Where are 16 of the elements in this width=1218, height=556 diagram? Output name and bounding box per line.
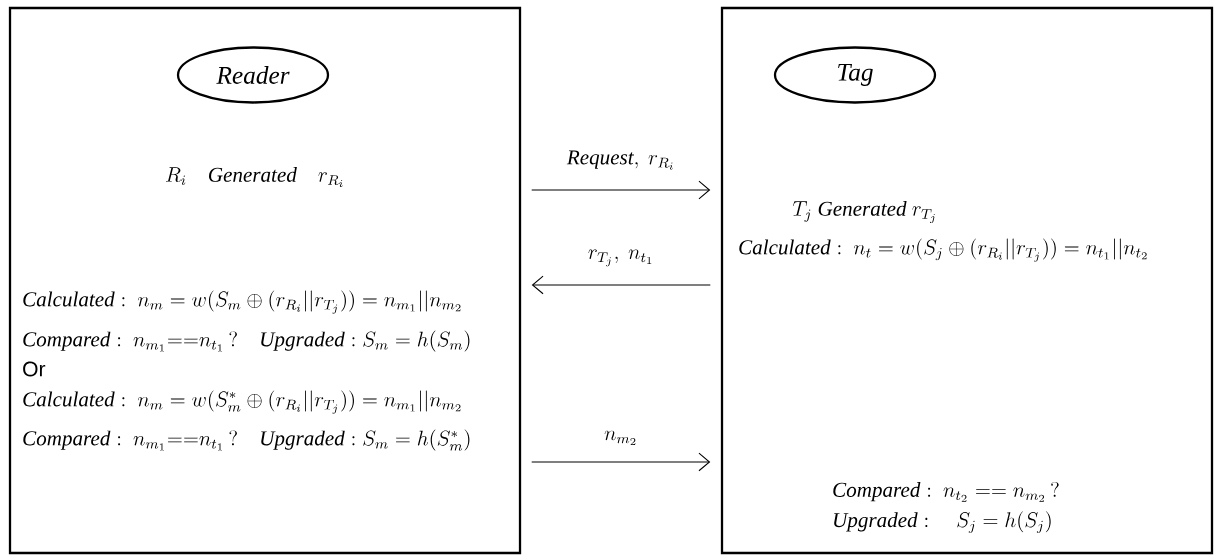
formula-text: $R_i\quad \textit{Generated}\quad r_{R_i}$ xyxy=(166,167,343,188)
edge-label: $\textit{Request},\ r_{R_i}$ xyxy=(565,148,677,172)
formula-text: $\textsf{Or}$ xyxy=(23,361,46,377)
formula-text: $\textit{Compared}:\ n_{t_2} == n_{m_2}\,?$ xyxy=(833,481,1059,502)
edge-label: $r_{T_j},\ n_{t_1}$ xyxy=(586,248,656,268)
formula-text: $\textit{Compared}:\ n_{m_1} {=}{=} n_{t_1}\,?\quad \textit{Upgraded}: S_m = h(S_m)$ xyxy=(23,330,470,352)
formula-text: $\textit{Upgraded}:\quad S_j = h(S_j)$ xyxy=(834,511,1051,533)
arrow xyxy=(531,452,711,472)
arrow xyxy=(531,180,711,200)
arrow xyxy=(531,275,711,295)
edge-label: $n_{m_2}$ xyxy=(602,429,640,447)
formula-text: $\textit{Calculated}:\ n_m = w(S_m \oplus (r_{R_i}||r_{T_j})) = n_{m_1}||n_{m_2}$ xyxy=(23,290,461,314)
formula-text: $\textit{Calculated}:\ n_m = w(S_m^{*} \oplus (r_{R_i}||r_{T_j})) = n_{m_1}||n_{m_2}$ xyxy=(23,390,461,414)
formula-text: $\textit{Calculated}:\ n_t = w(S_j \oplus (r_{R_i}||r_{T_j})) = n_{t_1}||n_{t_2}$ xyxy=(739,238,1147,262)
formula-text: $T_j\ \textit{Generated}\ r_{T_j}$ xyxy=(792,201,935,224)
formula-text: $\textit{Compared}:\ n_{m_1} {=}{=} n_{t_1}\,?\quad \textit{Upgraded}: S_m = h(S_m^{*})$ xyxy=(23,429,470,451)
